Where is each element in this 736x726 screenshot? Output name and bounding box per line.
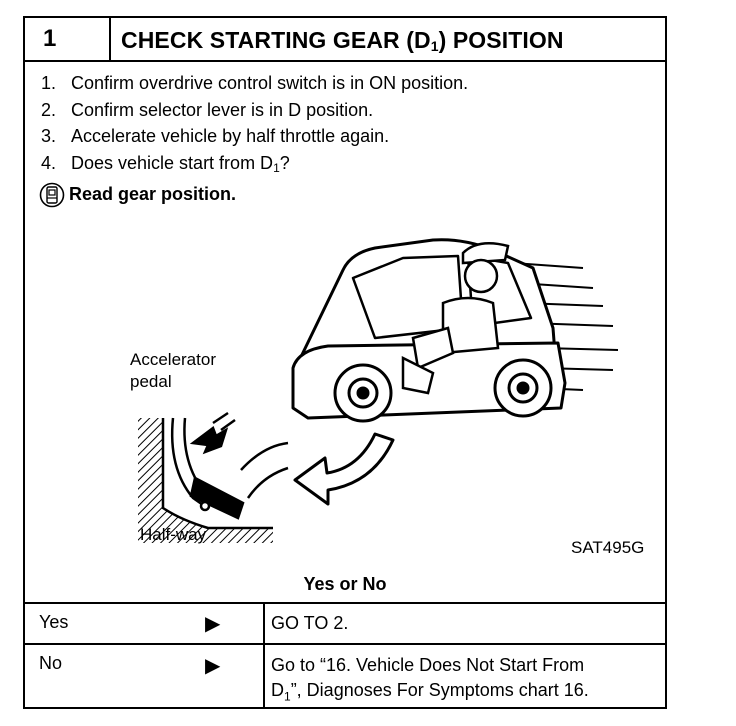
step-text: Confirm overdrive control switch is in O… <box>71 73 469 93</box>
title-main: CHECK STARTING GEAR (D <box>121 27 431 53</box>
label-halfway: Half-way <box>140 525 207 544</box>
answer-line-2-sub: 1 <box>284 689 291 704</box>
driver-icon <box>401 241 510 395</box>
answer-action: Go to “16. Vehicle Does Not Start From D… <box>271 653 589 710</box>
title-end: ) POSITION <box>438 27 564 53</box>
pedal-detail <box>138 411 289 543</box>
answer-key-cell: Yes ▶ <box>25 604 265 643</box>
step-number: 1 <box>25 18 111 60</box>
question: Yes or No <box>303 574 387 594</box>
label-pedal: pedal <box>130 372 172 391</box>
title-sub: 1 <box>430 38 439 54</box>
label-accelerator: Accelerator <box>130 350 216 369</box>
answer-key-cell: No ▶ <box>25 645 265 709</box>
answer-line-1: Go to “16. Vehicle Does Not Start From <box>271 655 585 675</box>
answer-line-2-pre: D <box>271 680 284 700</box>
answer-action: GO TO 2. <box>271 613 349 633</box>
step-item: 4. Does vehicle start from D1? <box>41 150 468 182</box>
curved-arrow-icon <box>293 432 395 506</box>
step-sub: 1 <box>273 160 280 175</box>
step-index: 4. <box>41 152 57 173</box>
play-arrow-icon: ▶ <box>205 613 221 635</box>
answer-line-2: D1”, Diagnoses For Symptoms chart 16. <box>271 678 589 710</box>
note-text: Read gear position. <box>69 184 237 204</box>
step-tail: ? <box>279 152 290 173</box>
step-title: CHECK STARTING GEAR (D1) POSITION <box>121 18 564 60</box>
step-index: 1. <box>41 73 57 93</box>
car-illustration <box>138 238 619 543</box>
procedure-box: 1 CHECK STARTING GEAR (D1) POSITION 1.Co… <box>23 16 667 709</box>
answer-table: Yes ▶ GO TO 2. No ▶ Go to “16. Vehicle D… <box>25 602 665 709</box>
answer-key: No <box>39 653 63 673</box>
figure-code: SAT495G <box>571 538 645 557</box>
step-text: Accelerate vehicle by half throttle agai… <box>71 126 390 146</box>
play-arrow-icon: ▶ <box>205 655 221 677</box>
gear-check-icon <box>39 182 65 208</box>
step-text: Confirm selector lever is in D position. <box>71 99 374 120</box>
step-index: 3. <box>41 126 57 146</box>
note-row: Read gear position. <box>39 181 468 208</box>
step-item: 3. Accelerate vehicle by half throttle ag… <box>41 123 468 150</box>
answer-row-yes: Yes ▶ GO TO 2. <box>25 604 665 645</box>
answer-key: Yes <box>39 612 69 632</box>
answer-line-2-post: ”, Diagnoses For Symptoms chart 16. <box>290 680 589 700</box>
step-index: 2. <box>41 99 57 120</box>
step-item: 1. Confirm overdrive control switch is in… <box>41 70 468 97</box>
header: 1 CHECK STARTING GEAR (D1) POSITION <box>25 18 665 62</box>
answer-row-no: No ▶ Go to “16. Vehicle Does Not Start F… <box>25 645 665 709</box>
step-text: Does vehicle start from D <box>71 152 274 173</box>
step-item: 2. Confirm selector lever is in D positio… <box>41 97 468 124</box>
step-list: 1. Confirm overdrive control switch is in… <box>39 70 468 208</box>
